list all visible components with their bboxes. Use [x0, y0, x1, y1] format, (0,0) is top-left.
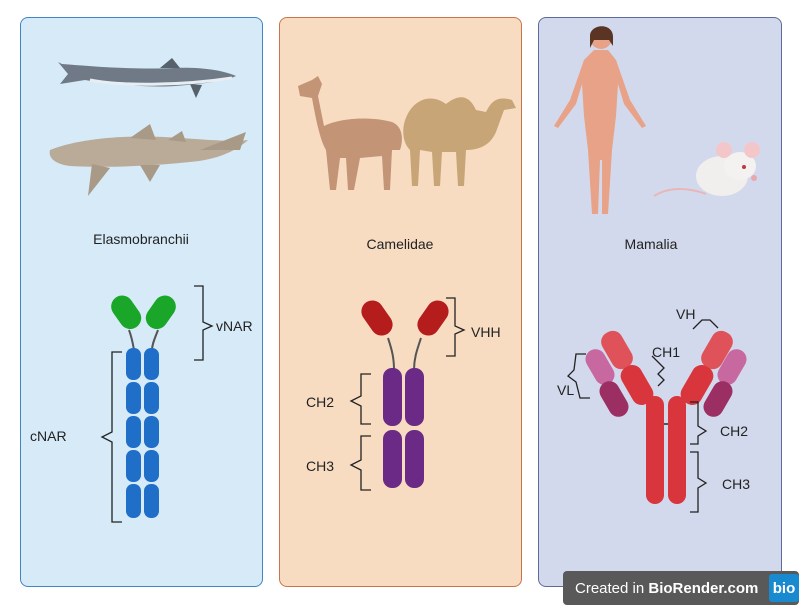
panel-elasmobranchii — [20, 17, 263, 587]
biorender-watermark: Created in BioRender.com bio — [563, 571, 799, 605]
vhh-antibody — [349, 297, 466, 491]
mouse-icon — [653, 142, 760, 197]
watermark-prefix: Created in — [575, 579, 649, 597]
label-ch3-mamalia: CH3 — [722, 476, 751, 492]
caption-camelidae: Camelidae — [366, 236, 434, 252]
camel-icon — [403, 97, 516, 186]
caption-mamalia: Mamalia — [624, 236, 678, 252]
watermark-text: Created in BioRender.com — [563, 580, 765, 597]
igg-antibody — [567, 319, 747, 513]
label-ch2-mamalia: CH2 — [720, 423, 749, 439]
label-vnar: vNAR — [216, 318, 253, 334]
label-ch3-camelidae: CH3 — [306, 458, 335, 474]
label-ch2-camelidae: CH2 — [306, 394, 335, 410]
ignar-antibody — [100, 285, 214, 523]
nurse-shark-icon — [49, 124, 248, 196]
watermark-brand: BioRender.com — [648, 579, 759, 597]
label-vl: VL — [557, 382, 575, 398]
label-vh: VH — [676, 306, 696, 322]
caption-elasmobranchii: Elasmobranchii — [93, 231, 189, 247]
biorender-logo-icon: bio — [769, 574, 799, 602]
label-vhh: VHH — [471, 324, 501, 340]
human-icon — [554, 26, 646, 214]
label-ch1: CH1 — [652, 344, 681, 360]
label-cnar: cNAR — [30, 428, 67, 444]
shark-icon — [58, 58, 236, 98]
llama-icon — [298, 76, 402, 190]
